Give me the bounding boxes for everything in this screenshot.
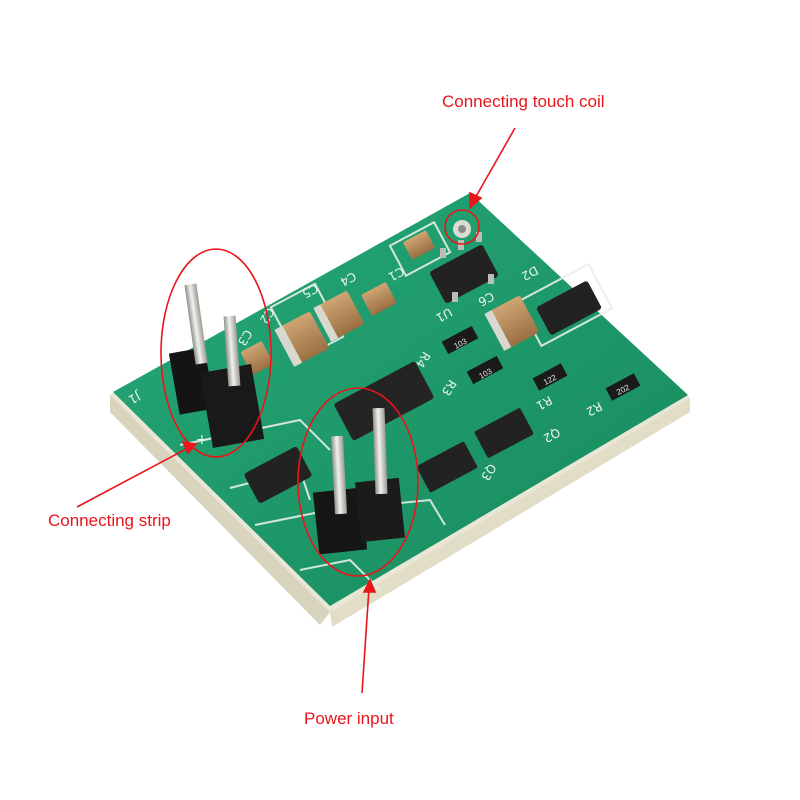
silk-c6: C6	[476, 289, 497, 309]
touch-coil-pad	[453, 220, 471, 238]
ic-u1	[430, 232, 498, 303]
silk-d2: D2	[519, 263, 540, 283]
silk-r2: R2	[584, 399, 605, 419]
transistor-q2	[474, 408, 534, 458]
silk-j1: J1	[126, 389, 143, 407]
callout-ring-strip	[160, 248, 272, 458]
silkscreen-labels: J1 C5 C4 C1 C2 C3 U1 C6 D2 R4 R3 R1 R2 Q…	[126, 263, 604, 483]
board-edge-shadow	[110, 395, 330, 625]
silk-c1: C1	[386, 264, 407, 284]
transistor-q3	[416, 441, 478, 493]
capacitor-c5	[274, 312, 329, 367]
board-edge-right	[330, 398, 690, 627]
capacitor-c6	[484, 296, 539, 351]
silk-plus: +	[196, 432, 208, 448]
silk-u1: U1	[434, 305, 455, 325]
silk-r1: R1	[534, 393, 555, 413]
capacitor-c1	[361, 282, 397, 316]
silk-c4: C4	[338, 269, 359, 289]
arrow-power	[361, 587, 370, 694]
callout-touch-coil: Connecting touch coil	[442, 92, 605, 111]
diode-d2	[536, 281, 602, 335]
transistor-large	[334, 361, 434, 441]
callout-connecting-strip: Connecting strip	[48, 511, 171, 530]
callout-ring-coil	[444, 209, 480, 245]
annotation-marks	[160, 209, 480, 577]
diode-left	[244, 446, 312, 504]
capacitor-small-top	[403, 230, 435, 260]
header-j1	[168, 283, 265, 448]
annotation-arrows	[76, 127, 516, 694]
header-power	[312, 407, 406, 555]
callout-ring-power	[297, 387, 419, 577]
callout-power-input: Power input	[304, 709, 394, 728]
capacitor-c4	[313, 291, 364, 342]
arrow-strip	[76, 447, 189, 508]
silk-c5: C5	[300, 281, 321, 301]
arrow-coil	[473, 127, 516, 201]
